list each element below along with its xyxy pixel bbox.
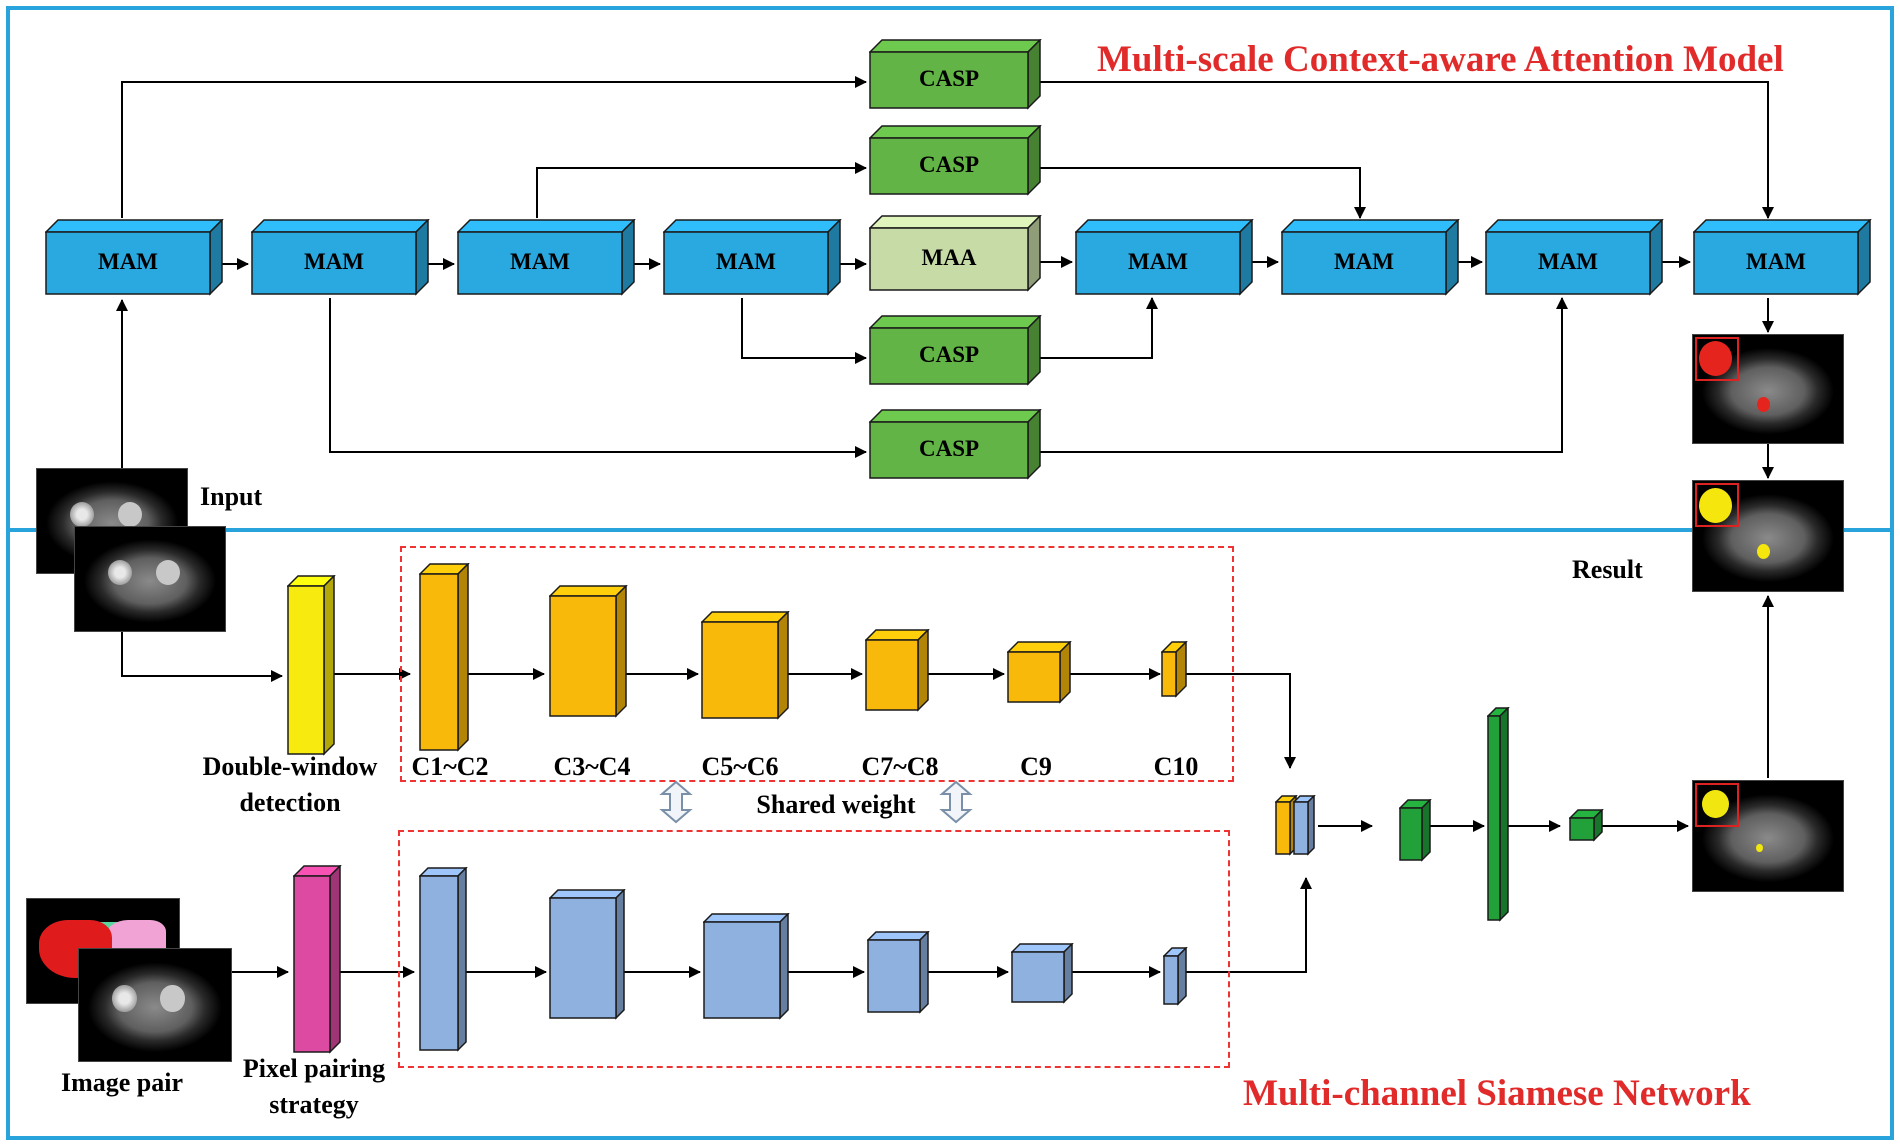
- image-pair-label: Image pair: [60, 1068, 184, 1097]
- mam-block-7: [1485, 219, 1664, 296]
- upper-conv-block-5: [1007, 641, 1072, 704]
- arrow-c10-concat: [1180, 673, 1296, 769]
- input-label: Input: [200, 482, 263, 511]
- mam-block-3-label: MAM: [509, 249, 571, 274]
- concat-blue-block: [1293, 795, 1316, 856]
- shared-weight-arrows: [659, 780, 973, 824]
- input-ct-image-2: [74, 526, 226, 632]
- casp-block-3: [869, 315, 1042, 386]
- maa-block: [869, 215, 1042, 292]
- mam-block-6-label: MAM: [1333, 249, 1395, 274]
- lower-conv-block-5: [1011, 943, 1074, 1004]
- arrow-input-doublewindow: [121, 620, 283, 682]
- casp-block-2: [869, 125, 1042, 196]
- mam-block-2: [251, 219, 430, 296]
- mam-block-3: [457, 219, 636, 296]
- upper-shared-branch-box: [400, 546, 1234, 782]
- lower-shared-branch-box: [398, 830, 1230, 1068]
- green-block-2: [1487, 707, 1510, 922]
- conv-stage-label: C9: [1020, 752, 1052, 781]
- result-label: Result: [1572, 555, 1643, 584]
- casp-block-1: [869, 39, 1042, 110]
- arrow-mam1-casp1: [121, 76, 867, 218]
- double-window-label-1: Double-window: [202, 752, 378, 781]
- siamese-output-ct-image: [1692, 780, 1844, 892]
- pixel-pairing-label-2: strategy: [269, 1090, 359, 1119]
- upper-conv-block-4: [865, 629, 930, 712]
- arrow-casp3-mam5: [1032, 297, 1158, 359]
- conv-stage-label: C5~C6: [701, 752, 779, 781]
- lower-conv-block-2: [549, 889, 626, 1020]
- mam-block-2-label: MAM: [303, 249, 365, 274]
- conv-stage-label: C1~C2: [411, 752, 489, 781]
- casp-block-2-label: CASP: [918, 152, 980, 177]
- upper-conv-block-2: [549, 585, 628, 718]
- attention-model-title: Multi-scale Context-aware Attention Mode…: [1097, 39, 1784, 80]
- arrow-mam4-casp3: [741, 298, 867, 364]
- maa-block-label: MAA: [921, 245, 977, 270]
- double-window-label-2: detection: [239, 788, 341, 817]
- siamese-network-title: Multi-channel Siamese Network: [1243, 1073, 1751, 1114]
- upper-conv-block-6: [1161, 641, 1188, 698]
- pixel-pairing-block: [293, 865, 342, 1054]
- mam-block-7-label: MAM: [1537, 249, 1599, 274]
- lower-conv-block-3: [703, 913, 790, 1020]
- result-ct-image: [1692, 480, 1844, 592]
- mam-block-1: [45, 219, 224, 296]
- mam-block-8: [1693, 219, 1872, 296]
- conv-stage-label: C7~C8: [861, 752, 939, 781]
- arrow-mam2-casp4: [329, 298, 867, 458]
- upper-conv-block-3: [701, 611, 790, 720]
- casp-block-4-label: CASP: [918, 436, 980, 461]
- arrow-casp2-mam6: [1032, 167, 1366, 219]
- shared-weight-label: Shared weight: [756, 790, 916, 819]
- lower-conv-block-6: [1163, 947, 1188, 1006]
- mam-block-4-label: MAM: [715, 249, 777, 274]
- pixel-pairing-label-1: Pixel pairing: [242, 1054, 386, 1083]
- double-window-block: [287, 575, 336, 756]
- green-block-1: [1399, 799, 1432, 862]
- mam-block-5: [1075, 219, 1254, 296]
- siamese-network-panel: [6, 528, 1894, 1140]
- upper-conv-block-1: [419, 563, 470, 752]
- arrow-casp1-mam8: [1032, 81, 1774, 219]
- casp-block-1-label: CASP: [918, 66, 980, 91]
- conv-stage-label: C3~C4: [553, 752, 631, 781]
- arrow-mam3-casp2: [536, 162, 867, 218]
- mam-block-1-label: MAM: [97, 249, 159, 274]
- lower-conv-block-1: [419, 867, 468, 1052]
- output-ct-image: [1692, 334, 1844, 444]
- mam-block-5-label: MAM: [1127, 249, 1189, 274]
- mam-block-4: [663, 219, 842, 296]
- arrow-b10-concat: [1182, 877, 1312, 973]
- green-block-3: [1569, 809, 1604, 842]
- casp-block-4: [869, 409, 1042, 480]
- lower-conv-block-4: [867, 931, 930, 1014]
- mam-block-6: [1281, 219, 1460, 296]
- conv-stage-label: C10: [1153, 752, 1199, 781]
- arrow-casp4-mam7: [1032, 297, 1568, 453]
- casp-block-3-label: CASP: [918, 342, 980, 367]
- image-pair-ct: [78, 948, 232, 1062]
- mam-block-8-label: MAM: [1745, 249, 1807, 274]
